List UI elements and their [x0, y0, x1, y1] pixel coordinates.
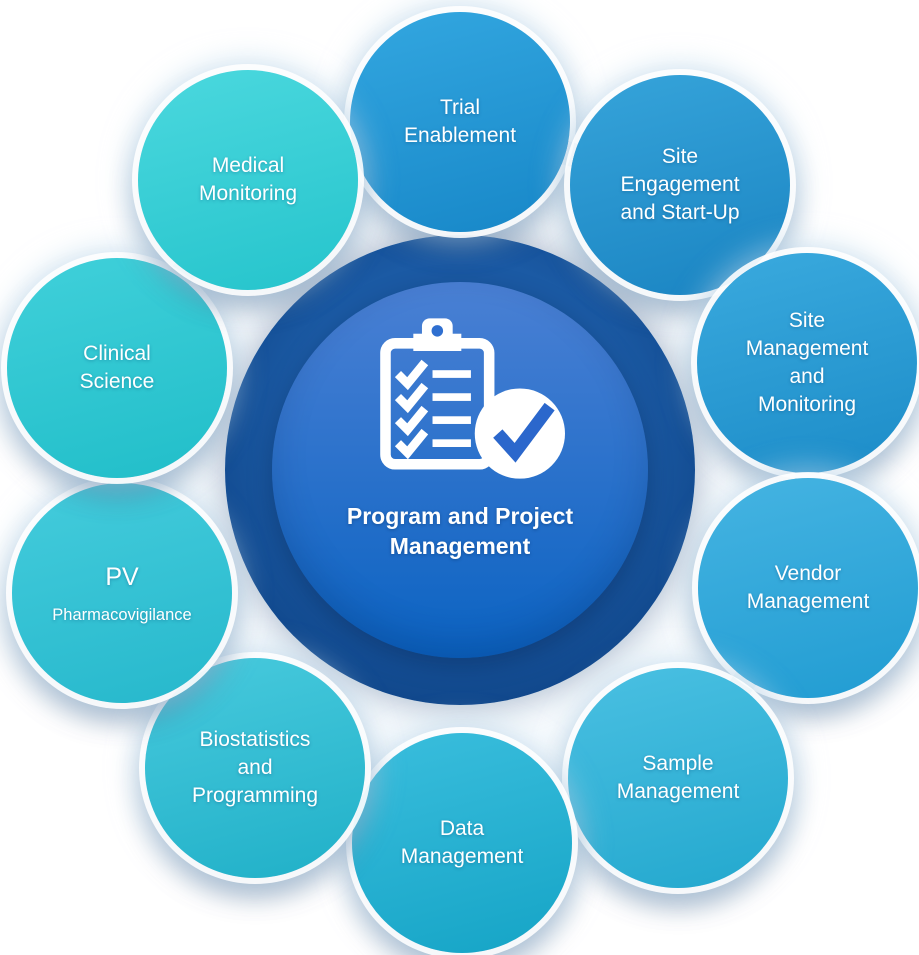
node-sublabel: Pharmacovigilance: [52, 606, 192, 625]
node-label: PV: [105, 562, 139, 591]
node-biostatistics-programming: Biostatistics and Programming: [145, 658, 365, 878]
node-label: Sample Management: [616, 751, 740, 803]
node-label: Medical Monitoring: [198, 153, 298, 205]
node-label: Site Management and Monitoring: [745, 308, 869, 417]
node-medical-monitoring: Medical Monitoring: [138, 70, 358, 290]
node-site-management-monitoring: Site Management and Monitoring: [697, 253, 917, 473]
node-label: Biostatistics and Programming: [191, 727, 319, 808]
node-label: Data Management: [400, 816, 524, 868]
node-label: Clinical Science: [79, 341, 155, 393]
node-trial-enablement: Trial Enablement: [350, 12, 570, 232]
node-pv-pharmacovigilance: PV Pharmacovigilance: [12, 483, 232, 703]
node-label: Trial Enablement: [403, 95, 517, 147]
node-data-management: Data Management: [352, 733, 572, 953]
node-vendor-management: Vendor Management: [698, 478, 918, 698]
node-label: Vendor Management: [746, 561, 870, 613]
center-label: Program and Project Management: [346, 503, 574, 559]
node-sample-management: Sample Management: [568, 668, 788, 888]
node-label: Site Engagement and Start-Up: [620, 144, 740, 225]
center-hub-circle: Program and Project Management: [272, 282, 648, 658]
node-site-engagement-start-up: Site Engagement and Start-Up: [570, 75, 790, 295]
node-clinical-science: Clinical Science: [7, 258, 227, 478]
clipboard-checklist-icon: [380, 318, 565, 479]
check-badge-icon: [474, 388, 565, 479]
